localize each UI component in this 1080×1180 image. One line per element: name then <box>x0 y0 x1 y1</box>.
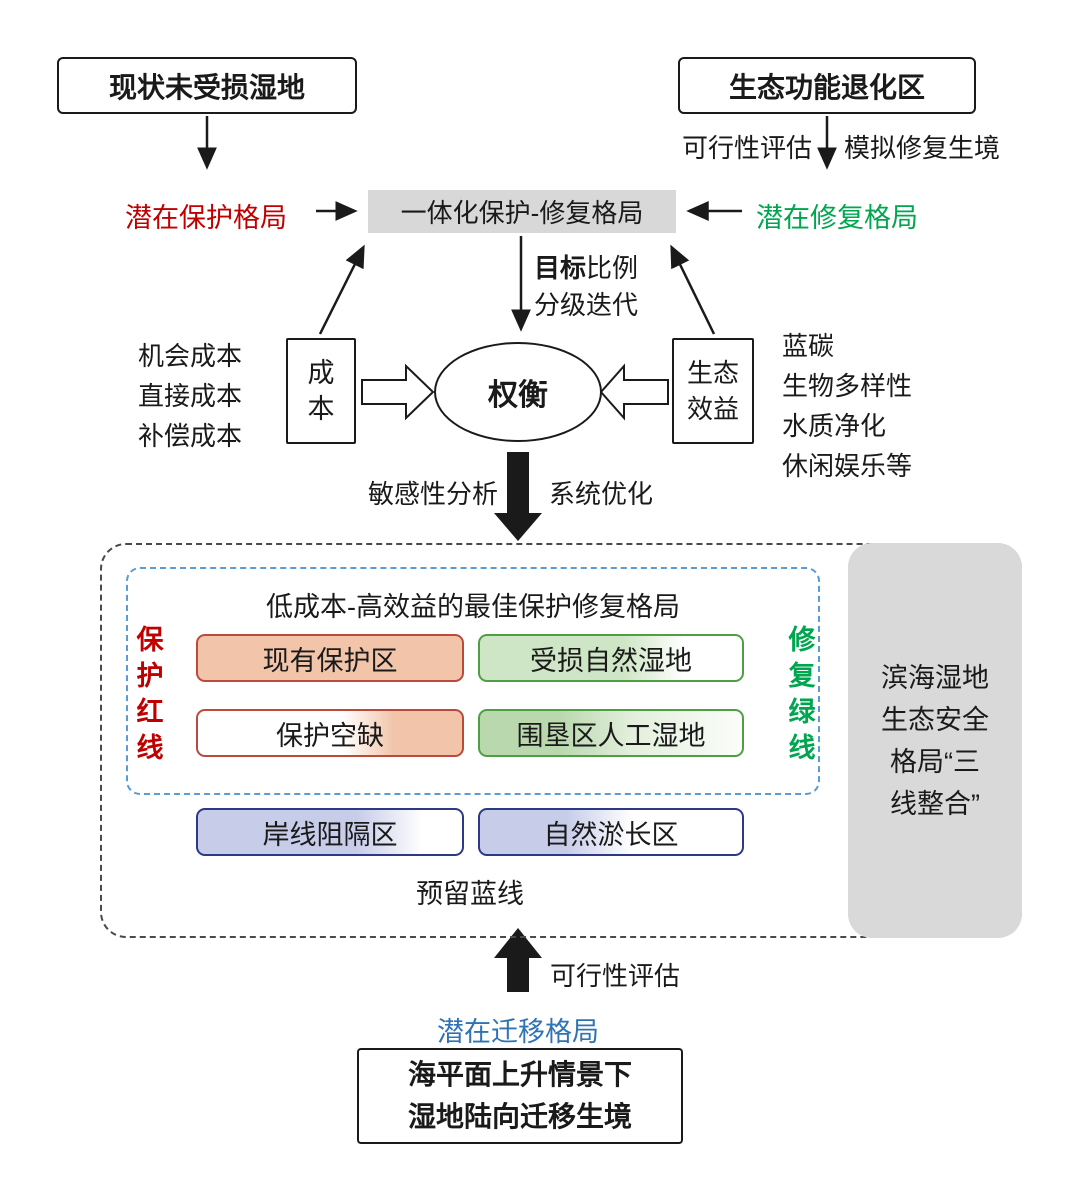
potential-protection-label: 潜在保护格局 <box>125 203 287 233</box>
degraded-zone-box: 生态功能退化区 <box>678 57 976 114</box>
potential-restoration-label: 潜在修复格局 <box>756 203 918 233</box>
benefit-box-label: 生态效益 <box>686 358 739 424</box>
integrated-pattern-box: 一体化保护-修复格局 <box>368 190 676 233</box>
shoreline-barrier-box: 岸线阻隔区 <box>196 808 464 856</box>
existing-reserve-label: 现有保护区 <box>262 645 398 676</box>
damaged-wetland-box: 受损自然湿地 <box>478 634 744 682</box>
target-ratio-rest: 比例 <box>586 253 639 283</box>
tradeoff-label: 权衡 <box>488 379 548 412</box>
feasibility-top-label: 可行性评估 <box>681 133 812 163</box>
cost-box-label: 成本 <box>307 358 335 424</box>
protection-gap-label: 保护空缺 <box>276 720 384 751</box>
reclaimed-wetland-label: 围垦区人工湿地 <box>516 720 706 751</box>
cost-box: 成本 <box>286 338 356 444</box>
reclaimed-wetland-box: 围垦区人工湿地 <box>478 709 744 757</box>
protection-red-line-label: 保护红线 <box>136 625 164 763</box>
degraded-zone-label: 生态功能退化区 <box>728 71 925 103</box>
benefit-items-list: 蓝碳 生物多样性 水质净化 休闲娱乐等 <box>782 326 912 486</box>
sea-level-rise-box: 海平面上升情景下 湿地陆向迁移生境 <box>357 1048 683 1144</box>
thick-arrow-migration-to-panel <box>494 928 542 992</box>
iteration-label: 分级迭代 <box>534 290 639 320</box>
reserved-blue-line-label: 预留蓝线 <box>416 879 524 909</box>
subpanel-title: 低成本-高效益的最佳保护修复格局 <box>266 592 680 622</box>
side-label-line-4: 线整合” <box>890 788 980 819</box>
protection-restoration-subpanel <box>126 567 820 795</box>
side-label-line-3: 格局“三 <box>890 746 980 777</box>
benefit-item-4: 休闲娱乐等 <box>782 451 913 481</box>
natural-accretion-box: 自然淤长区 <box>478 808 744 856</box>
target-ratio-bold: 目标 <box>534 253 587 283</box>
slr-line-2: 湿地陆向迁移生境 <box>407 1101 632 1132</box>
damaged-wetland-label: 受损自然湿地 <box>530 645 692 676</box>
arrow-benefit-to-integrated <box>670 244 716 335</box>
side-label-line-2: 生态安全 <box>881 704 989 735</box>
shoreline-barrier-label: 岸线阻隔区 <box>262 819 398 850</box>
cost-item-1: 机会成本 <box>138 341 243 371</box>
benefit-item-3: 水质净化 <box>782 411 887 441</box>
protection-gap-box: 保护空缺 <box>196 709 464 757</box>
intact-wetland-box: 现状未受损湿地 <box>57 57 357 114</box>
natural-accretion-label: 自然淤长区 <box>543 819 679 850</box>
block-arrow-benefit-to-tradeoff <box>599 363 669 421</box>
benefit-item-1: 蓝碳 <box>782 331 835 361</box>
target-ratio-label: 目标比例 <box>534 248 638 285</box>
benefit-box: 生态效益 <box>672 338 754 444</box>
integrated-pattern-label: 一体化保护-修复格局 <box>400 198 644 228</box>
simulate-habitat-label: 模拟修复生境 <box>844 133 1001 163</box>
thick-arrow-tradeoff-to-panel <box>494 452 542 541</box>
existing-reserve-box: 现有保护区 <box>196 634 464 682</box>
block-arrow-cost-to-tradeoff <box>361 363 435 421</box>
side-label-line-1: 滨海湿地 <box>881 662 989 693</box>
three-lines-side-panel: 滨海湿地 生态安全 格局“三 线整合” <box>848 543 1022 938</box>
slr-line-1: 海平面上升情景下 <box>407 1059 632 1090</box>
cost-item-2: 直接成本 <box>138 381 243 411</box>
potential-migration-label: 潜在迁移格局 <box>437 1017 599 1047</box>
cost-item-3: 补偿成本 <box>138 421 243 451</box>
arrow-cost-to-integrated <box>318 244 365 335</box>
tradeoff-ellipse: 权衡 <box>434 342 602 442</box>
optimization-label: 系统优化 <box>549 479 654 509</box>
intact-wetland-label: 现状未受损湿地 <box>108 71 305 103</box>
sensitivity-label: 敏感性分析 <box>367 479 498 509</box>
benefit-item-2: 生物多样性 <box>782 371 913 401</box>
cost-items-list: 机会成本 直接成本 补偿成本 <box>138 336 242 456</box>
feasibility-bottom-label: 可行性评估 <box>550 961 681 991</box>
restoration-green-line-label: 修复绿线 <box>788 625 816 763</box>
